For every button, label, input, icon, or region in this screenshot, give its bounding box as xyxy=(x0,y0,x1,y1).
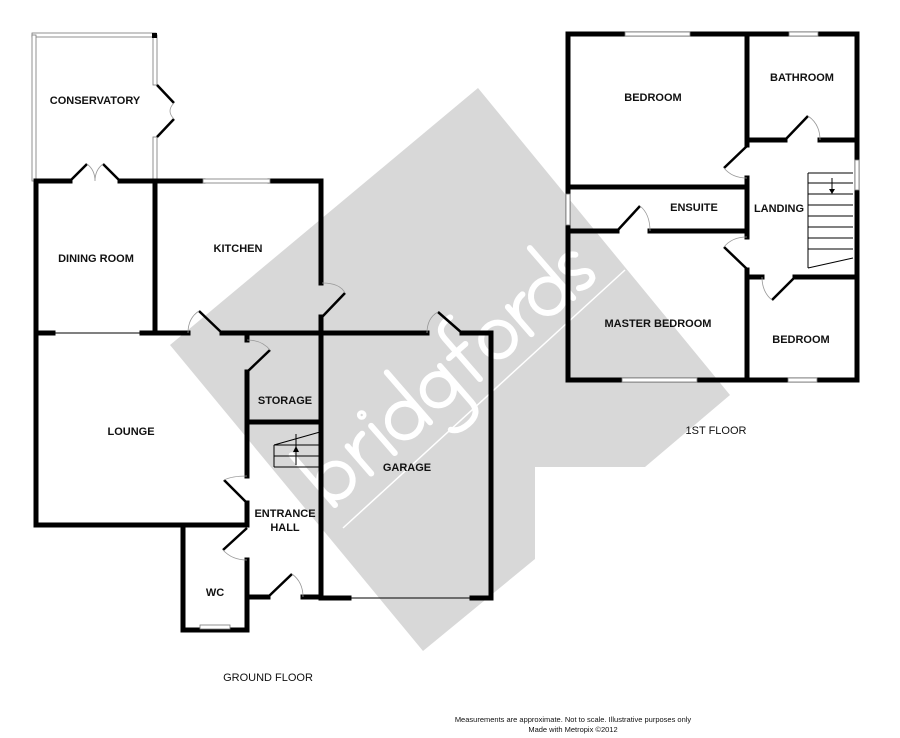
conservatory-frame xyxy=(31,32,175,182)
room-label-garage: GARAGE xyxy=(383,462,431,474)
room-label-lounge: LOUNGE xyxy=(107,426,154,438)
room-label-conservatory: CONSERVATORY xyxy=(50,95,141,107)
first-floor-stairs xyxy=(807,172,854,269)
disclaimer-text: Measurements are approximate. Not to sca… xyxy=(455,715,692,724)
watermark-logo-lettering xyxy=(288,245,596,509)
credit-text: Made with Metropix ©2012 xyxy=(528,725,617,734)
first-floor-plan: BEDROOM BATHROOM ENSUITE LANDING MASTER … xyxy=(565,31,860,437)
first-floor-title: 1ST FLOOR xyxy=(686,425,747,437)
watermark xyxy=(170,88,730,651)
room-label-kitchen: KITCHEN xyxy=(214,243,263,255)
ground-floor-plan: CONSERVATORY DINING ROOM KITCHEN LOUNGE … xyxy=(31,32,494,684)
ground-floor-title: GROUND FLOOR xyxy=(223,672,313,684)
watermark-underline xyxy=(342,269,626,529)
room-label-entrance-hall-2: HALL xyxy=(270,522,300,534)
room-label-bathroom: BATHROOM xyxy=(770,72,834,84)
ground-floor-walls xyxy=(33,163,494,633)
watermark-shape xyxy=(170,88,730,651)
room-label-bedroom-2: BEDROOM xyxy=(772,334,829,346)
ground-floor-stairs xyxy=(273,431,321,468)
room-label-bedroom: BEDROOM xyxy=(624,92,681,104)
room-label-landing: LANDING xyxy=(754,203,804,215)
room-label-ensuite: ENSUITE xyxy=(670,202,718,214)
room-label-master-bedroom: MASTER BEDROOM xyxy=(605,318,712,330)
room-label-dining-room: DINING ROOM xyxy=(58,253,134,265)
room-label-wc: WC xyxy=(206,587,224,599)
room-label-storage: STORAGE xyxy=(258,395,312,407)
room-label-entrance-hall: ENTRANCE xyxy=(254,508,315,520)
